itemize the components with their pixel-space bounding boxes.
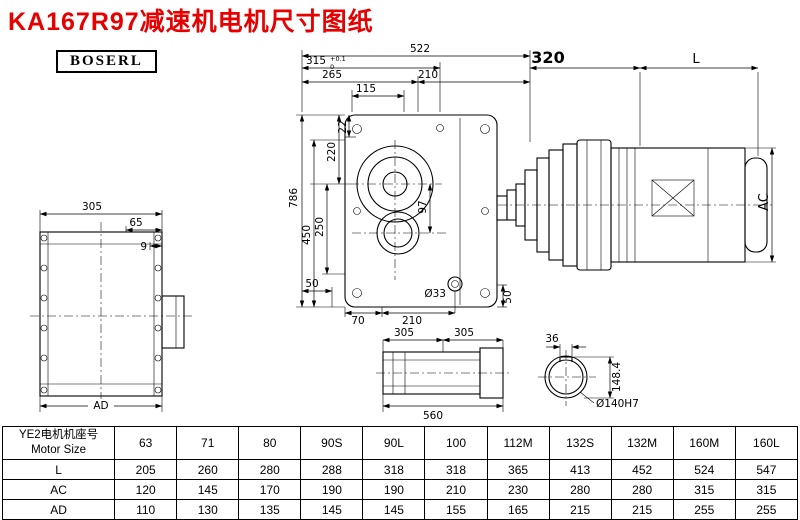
row-label: AD: [1, 499, 116, 520]
motor-view: [498, 139, 772, 271]
table-cell: 318: [362, 459, 426, 480]
table-cell: 288: [300, 459, 364, 480]
size-col-header: 90S: [300, 426, 364, 460]
motor-size-header-cell: YE2电机机座号 Motor Size: [1, 426, 116, 460]
table-cell: 365: [486, 459, 550, 480]
dim-AC-label: AC: [757, 193, 772, 211]
dim-305-shaft-right-label: 305: [454, 327, 474, 339]
motor-size-header-en: Motor Size: [31, 444, 87, 456]
dim-220-label: 220: [326, 142, 338, 162]
table-cell: 255: [734, 499, 799, 520]
table-cell: 524: [672, 459, 736, 480]
table-cell: 130: [176, 499, 240, 520]
table-cell: 110: [114, 499, 178, 520]
dim-33-label: Ø33: [424, 288, 446, 300]
table-cell: 547: [734, 459, 799, 480]
dim-115-label: 115: [356, 83, 376, 95]
brand-logo: BOSERL: [56, 50, 157, 73]
table-row-AD: AD 110 130 135 145 145 155 165 215 215 2…: [1, 499, 799, 520]
table-cell: 315: [672, 479, 736, 500]
table-cell: 190: [362, 479, 426, 500]
dim-50-right-label: 50: [502, 290, 514, 303]
table-cell: 215: [610, 499, 674, 520]
dim-522-label: 522: [410, 43, 430, 55]
table-cell: 215: [548, 499, 612, 520]
dim-L-label: L: [692, 52, 700, 67]
size-col-header: 71: [176, 426, 240, 460]
table-cell: 452: [610, 459, 674, 480]
dim-250-label: 250: [314, 217, 326, 237]
dim-70-label: 70: [351, 315, 364, 327]
dim-315-tol-top: +0.1: [330, 55, 346, 63]
table-cell: 145: [300, 499, 364, 520]
size-col-header: 100: [424, 426, 488, 460]
table-cell: 280: [548, 479, 612, 500]
shaft-view: 305 305 560: [376, 327, 512, 422]
dim-9-label: 9: [140, 241, 147, 253]
dim-315-label: 315: [306, 55, 326, 67]
table-cell: 318: [424, 459, 488, 480]
dim-450-label: 450: [301, 225, 313, 245]
dim-22-label: 22: [337, 120, 349, 133]
dim-786-label: 786: [288, 188, 300, 208]
size-col-header: 112M: [486, 426, 550, 460]
size-col-header: 80: [238, 426, 302, 460]
dim-305-shaft-left-label: 305: [394, 327, 414, 339]
row-label: L: [1, 459, 116, 480]
dimension-drawing: 522 315 +0.1 0 265 210 115 786 450 250 2…: [30, 43, 776, 422]
dim-140H7-label: Ø140H7: [596, 398, 639, 410]
bore-view: 36 148.4 Ø140H7: [538, 333, 639, 410]
table-cell: 280: [610, 479, 674, 500]
row-label: AC: [1, 479, 116, 500]
side-view: [30, 222, 192, 406]
dim-210-top-label: 210: [418, 69, 438, 81]
table-cell: 413: [548, 459, 612, 480]
table-cell: 230: [486, 479, 550, 500]
dim-315-tol-bottom: 0: [330, 63, 334, 71]
front-view: [344, 114, 508, 308]
dim-148-label: 148.4: [611, 362, 623, 392]
size-col-header: 63: [114, 426, 178, 460]
table-header-row: YE2电机机座号 Motor Size 63 71 80 90S 90L 100…: [1, 426, 799, 460]
table-row-L: L 205 260 280 288 318 318 365 413 452 52…: [1, 459, 799, 480]
size-col-header: 90L: [362, 426, 426, 460]
table-cell: 145: [362, 499, 426, 520]
dim-50-left-label: 50: [305, 278, 318, 290]
table-cell: 255: [672, 499, 736, 520]
table-cell: 170: [238, 479, 302, 500]
table-cell: 210: [424, 479, 488, 500]
motor-size-table: YE2电机机座号 Motor Size 63 71 80 90S 90L 100…: [1, 426, 799, 520]
dim-560-label: 560: [423, 410, 443, 422]
dim-36-label: 36: [545, 333, 559, 345]
motor-size-header-cn: YE2电机机座号: [18, 429, 99, 441]
table-cell: 315: [734, 479, 799, 500]
size-col-header: 132M: [610, 426, 674, 460]
table-cell: 260: [176, 459, 240, 480]
dim-305-side-label: 305: [82, 201, 102, 213]
table-cell: 165: [486, 499, 550, 520]
motor-view-dimensions: 320 L AC: [529, 48, 776, 263]
page-title: KA167R97减速机电机尺寸图纸: [8, 8, 374, 36]
size-col-header: 132S: [548, 426, 612, 460]
dim-AD-label: AD: [93, 400, 108, 412]
dim-97-label: 97: [417, 200, 429, 213]
table-cell: 190: [300, 479, 364, 500]
table-cell: 155: [424, 499, 488, 520]
front-view-dimensions: 522 315 +0.1 0 265 210 115 786 450 250 2…: [288, 43, 531, 327]
table-cell: 205: [114, 459, 178, 480]
dim-210-bottom-label: 210: [402, 315, 422, 327]
table-cell: 120: [114, 479, 178, 500]
table-cell: 135: [238, 499, 302, 520]
table-row-AC: AC 120 145 170 190 190 210 230 280 280 3…: [1, 479, 799, 500]
dim-65-label: 65: [129, 217, 142, 229]
dim-320-label: 320: [531, 48, 564, 67]
dim-265-label: 265: [322, 69, 342, 81]
side-view-dimensions: 305 65 9 AD: [39, 201, 163, 412]
size-col-header: 160M: [672, 426, 736, 460]
table-cell: 280: [238, 459, 302, 480]
size-col-header: 160L: [734, 426, 799, 460]
table-cell: 145: [176, 479, 240, 500]
